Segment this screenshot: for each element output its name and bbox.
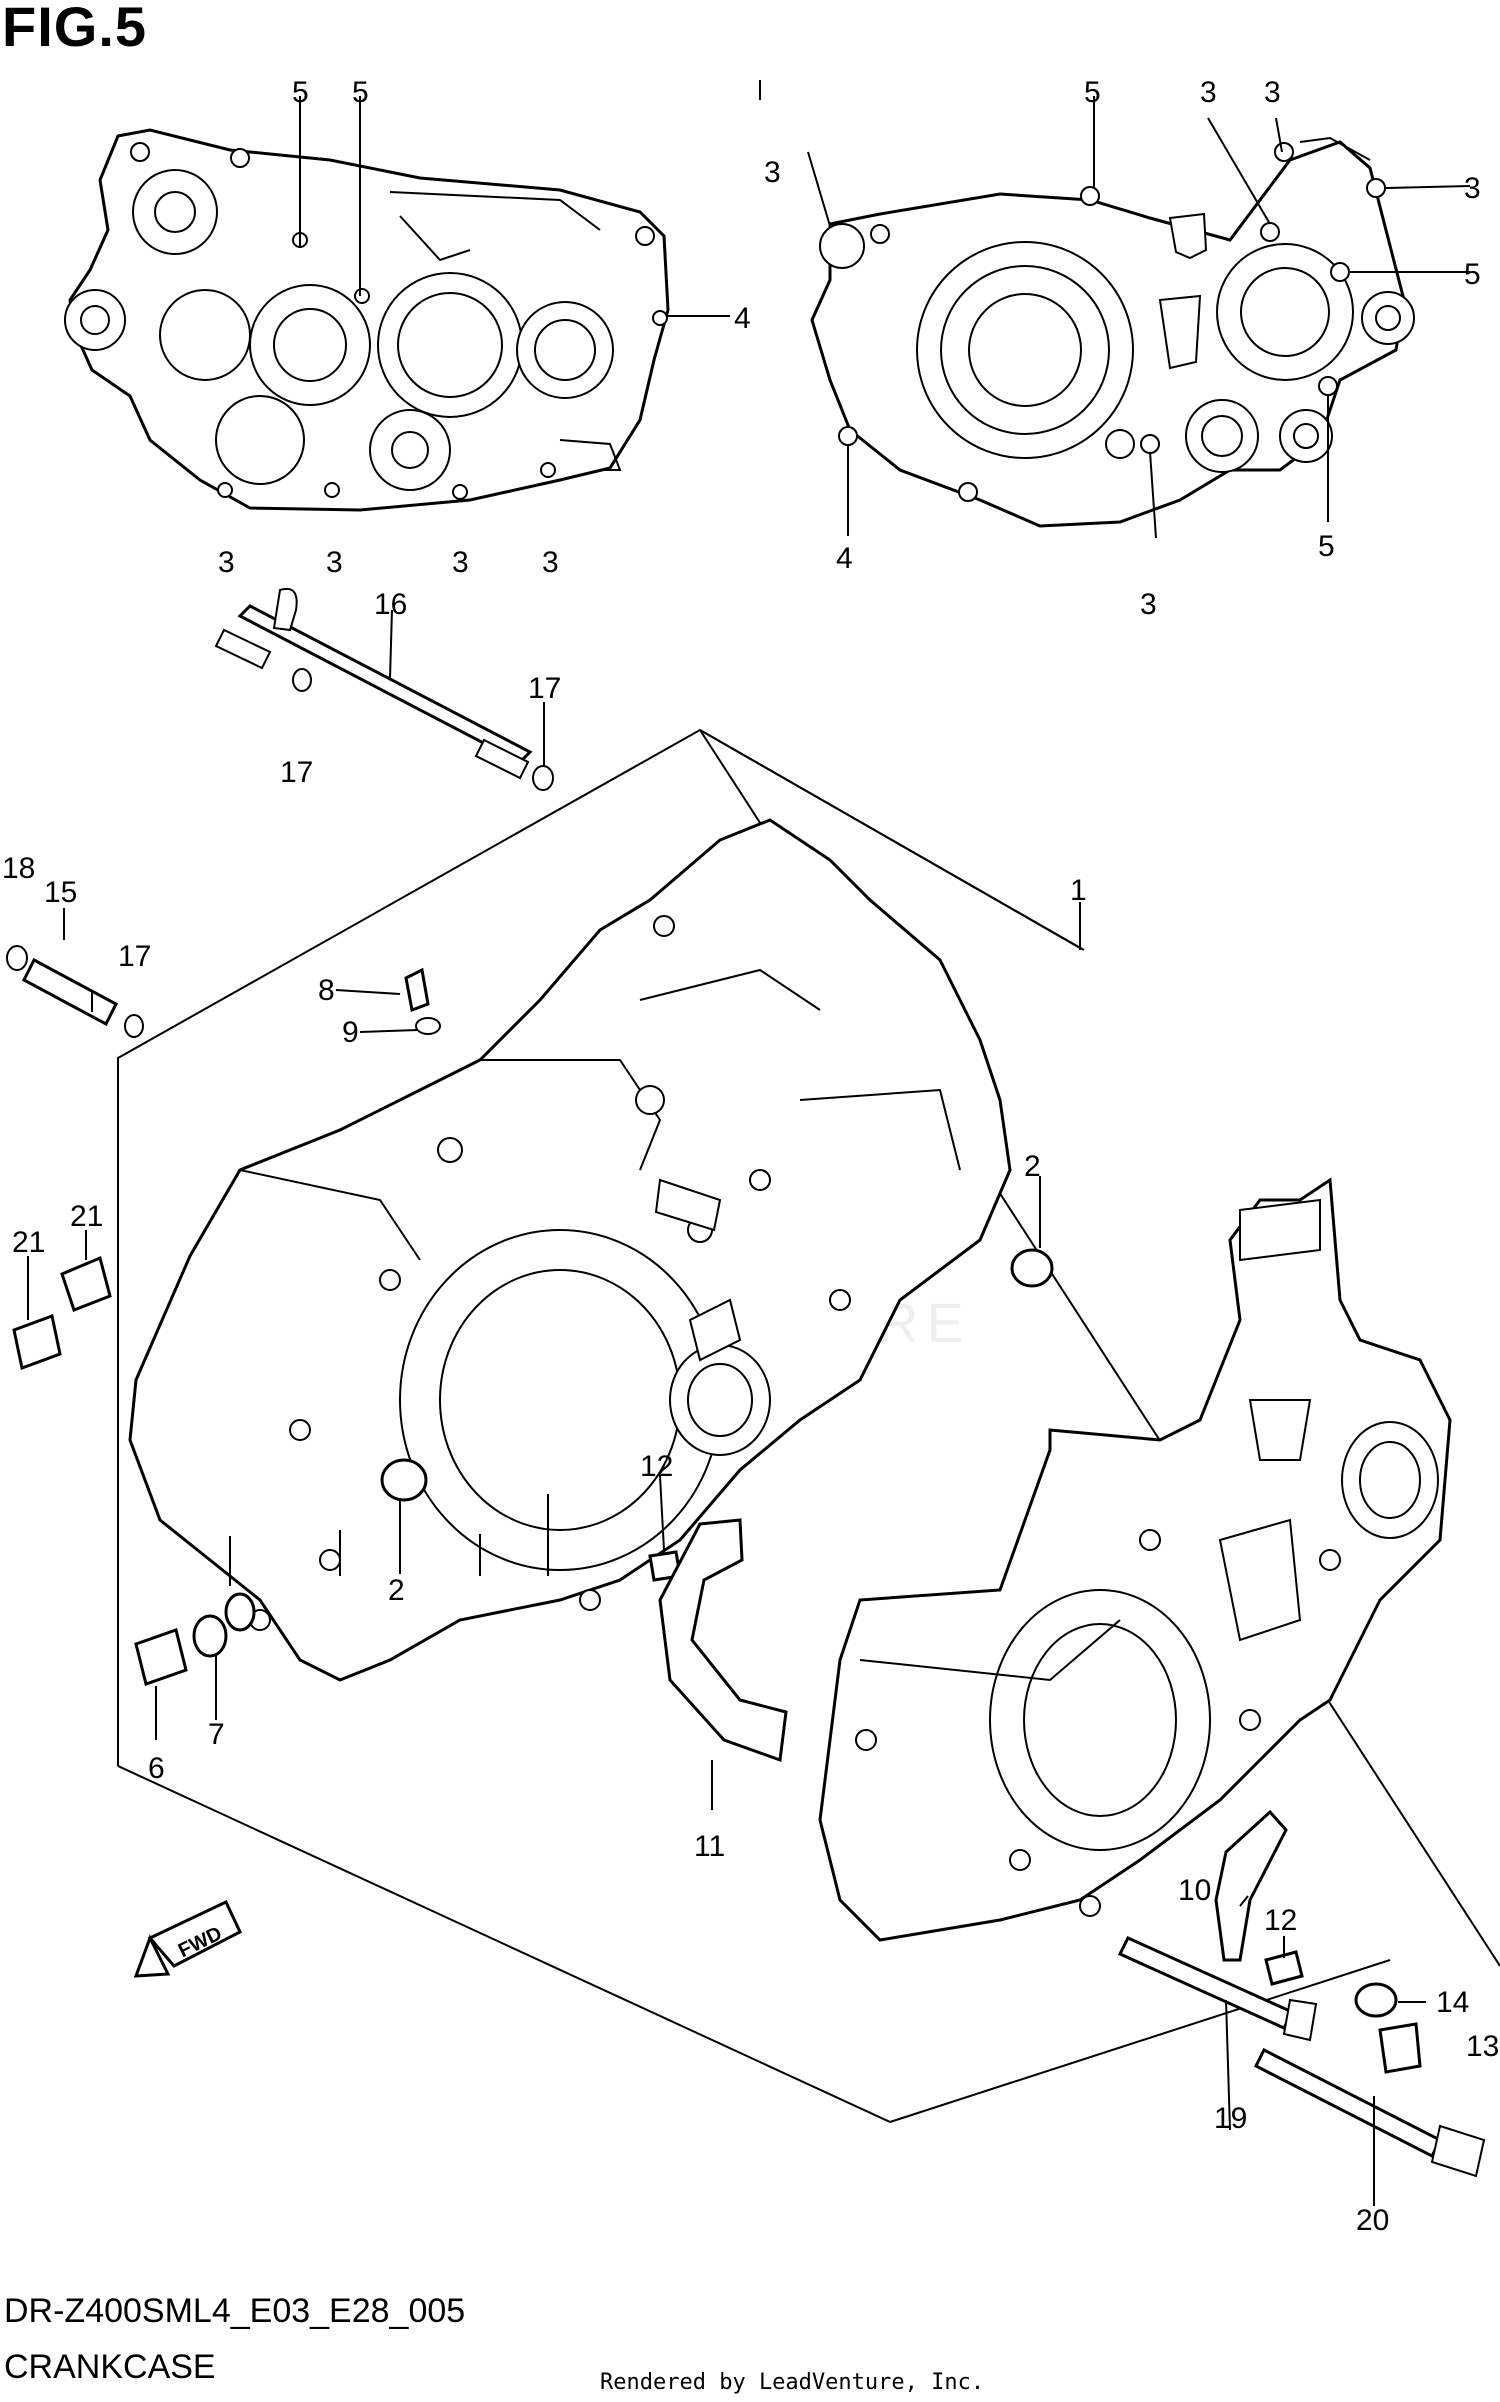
callout-13: 13	[1466, 2030, 1499, 2063]
callout-16: 16	[374, 588, 407, 621]
callout-5: 5	[1318, 530, 1335, 563]
crankcase-right-half-inner-view	[810, 136, 1415, 528]
callout-1: 1	[1070, 874, 1087, 907]
callout-17: 17	[118, 940, 151, 973]
callout-3: 3	[1140, 588, 1157, 621]
callout-3: 3	[764, 156, 781, 189]
crankcase-main-left	[128, 818, 1012, 1682]
callout-7: 7	[208, 1718, 225, 1751]
callout-4: 4	[734, 302, 751, 335]
callout-5: 5	[352, 76, 369, 109]
callout-2: 2	[1024, 1150, 1041, 1183]
callout-3: 3	[1264, 76, 1281, 109]
callout-12: 12	[1264, 1904, 1297, 1937]
callout-5: 5	[292, 76, 309, 109]
callout-17: 17	[280, 756, 313, 789]
crankcase-left-half-inner-view	[64, 128, 670, 512]
figure-title: FIG.5	[2, 0, 148, 58]
callout-3: 3	[542, 546, 559, 579]
callout-20: 20	[1356, 2204, 1389, 2237]
callout-6: 6	[148, 1752, 165, 1785]
callout-19: 19	[1214, 2102, 1247, 2135]
callout-3: 3	[1200, 76, 1217, 109]
callout-18: 18	[2, 852, 35, 885]
callout-12: 12	[640, 1450, 673, 1483]
callout-3: 3	[452, 546, 469, 579]
crankcase-main-right	[818, 1177, 1452, 1942]
callout-3: 3	[218, 546, 235, 579]
callout-3: 3	[1464, 172, 1481, 205]
small-parts	[12, 967, 1486, 2178]
callout-21: 21	[70, 1200, 103, 1233]
render-credit: Rendered by LeadVenture, Inc.	[600, 2370, 985, 2395]
callout-17: 17	[528, 672, 561, 705]
diagram-caption: CRANKCASE	[4, 2348, 216, 2386]
callout-15: 15	[44, 876, 77, 909]
callout-4: 4	[836, 542, 853, 575]
callout-8: 8	[318, 974, 335, 1007]
callout-21: 21	[12, 1226, 45, 1259]
callout-2: 2	[388, 1574, 405, 1607]
callout-9: 9	[342, 1016, 359, 1049]
callout-5: 5	[1464, 258, 1481, 291]
oil-pipe-assembly	[214, 588, 554, 791]
callout-5: 5	[1084, 76, 1101, 109]
callout-3: 3	[326, 546, 343, 579]
callout-14: 14	[1436, 1986, 1469, 2019]
leader-lines	[27, 80, 1471, 2206]
callout-11: 11	[694, 1830, 725, 1863]
callout-labels: 1 2 2 3 3 3 3 3 3 3 3 3 4 4 5 5 5 5 5 6 …	[2, 76, 1499, 2237]
model-code: DR-Z400SML4_E03_E28_005	[4, 2292, 466, 2330]
callout-10: 10	[1178, 1874, 1211, 1907]
